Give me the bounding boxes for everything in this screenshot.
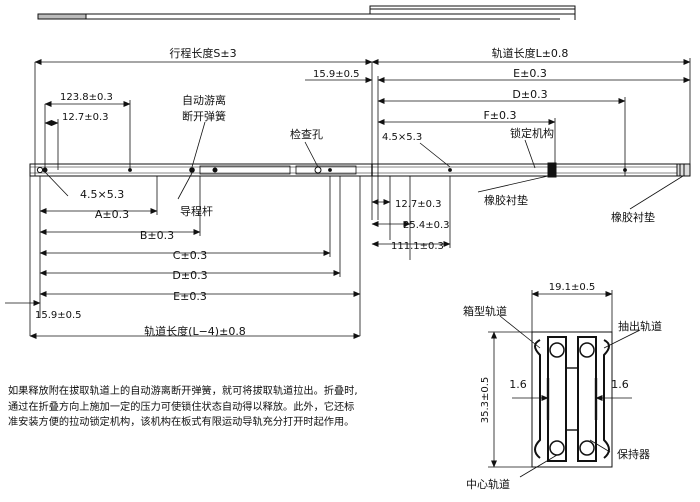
bottom-labels: 4.5×5.3 A±0.3 B±0.3 C±0.3 D±0.3 E±0.3 15… xyxy=(35,188,655,338)
dim-b-label: B±0.3 xyxy=(140,229,174,242)
dim-d-top-label: D±0.3 xyxy=(512,88,547,101)
inspection-hole-label: 检查孔 xyxy=(290,127,323,141)
dim-12-7-top-label: 12.7±0.3 xyxy=(62,112,109,123)
rail-length-label: 轨道长度L±0.8 xyxy=(492,46,569,60)
top-dimensions xyxy=(34,58,691,176)
dim-123-label: 123.8±0.3 xyxy=(60,92,113,103)
rail-length-l4-label: 轨道长度(L−4)±0.8 xyxy=(144,324,246,338)
dim-f-label: F±0.3 xyxy=(483,109,516,122)
slot-bottom-label: 4.5×5.3 xyxy=(80,188,124,201)
leader-lines xyxy=(44,121,684,210)
top-view-strip xyxy=(37,5,576,20)
bottom-dimensions xyxy=(5,176,451,339)
dim-e-top-label: E±0.3 xyxy=(513,67,547,80)
dim-111-1-label: 111.1±0.3 xyxy=(391,241,444,252)
dim-12-7-right-label: 12.7±0.3 xyxy=(395,199,442,210)
rubber-pad-label-2: 橡胶衬垫 xyxy=(611,210,655,224)
dim-e-bottom-label: E±0.3 xyxy=(173,290,207,303)
section-labels: 19.1±0.5 35.3±0.5 1.6 1.6 箱型轨道 抽出轨道 保持器 … xyxy=(463,282,662,491)
auto-release-label-2: 断开弹簧 xyxy=(182,109,226,123)
guide-rod-label: 导程杆 xyxy=(180,204,213,218)
center-rail-label: 中心轨道 xyxy=(466,477,510,491)
cross-section xyxy=(488,290,641,478)
rubber-pad-label-1: 橡胶衬垫 xyxy=(484,193,528,207)
offset-top-label: 15.9±0.5 xyxy=(313,69,360,80)
stroke-length-label: 行程长度S±3 xyxy=(169,46,236,60)
main-rail xyxy=(29,162,691,178)
dim-25-4-label: 25.4±0.3 xyxy=(403,220,450,231)
section-height-label: 35.3±0.5 xyxy=(480,377,491,424)
retainer-label: 保持器 xyxy=(617,447,650,461)
auto-release-label-1: 自动游离 xyxy=(182,93,226,107)
dim-d-bottom-label: D±0.3 xyxy=(172,269,207,282)
thickness-left-label: 1.6 xyxy=(509,378,527,391)
top-labels: 行程长度S±3 轨道长度L±0.8 15.9±0.5 E±0.3 D±0.3 F… xyxy=(60,46,568,143)
lock-mechanism-label: 锁定机构 xyxy=(510,126,554,140)
dim-a-label: A±0.3 xyxy=(95,208,129,221)
pull-rail-label: 抽出轨道 xyxy=(618,319,662,333)
slot-top-label: 4.5×5.3 xyxy=(382,132,422,143)
offset-bottom-label: 15.9±0.5 xyxy=(35,310,82,321)
box-rail-label: 箱型轨道 xyxy=(463,304,507,318)
thickness-right-label: 1.6 xyxy=(611,378,629,391)
dim-c-label: C±0.3 xyxy=(173,249,207,262)
description-note: 如果释放附在拔取轨道上的自动游离断开弹簧，就可将拔取轨道拉出。折叠时,通过在折叠… xyxy=(8,386,358,428)
section-width-label: 19.1±0.5 xyxy=(549,282,596,293)
